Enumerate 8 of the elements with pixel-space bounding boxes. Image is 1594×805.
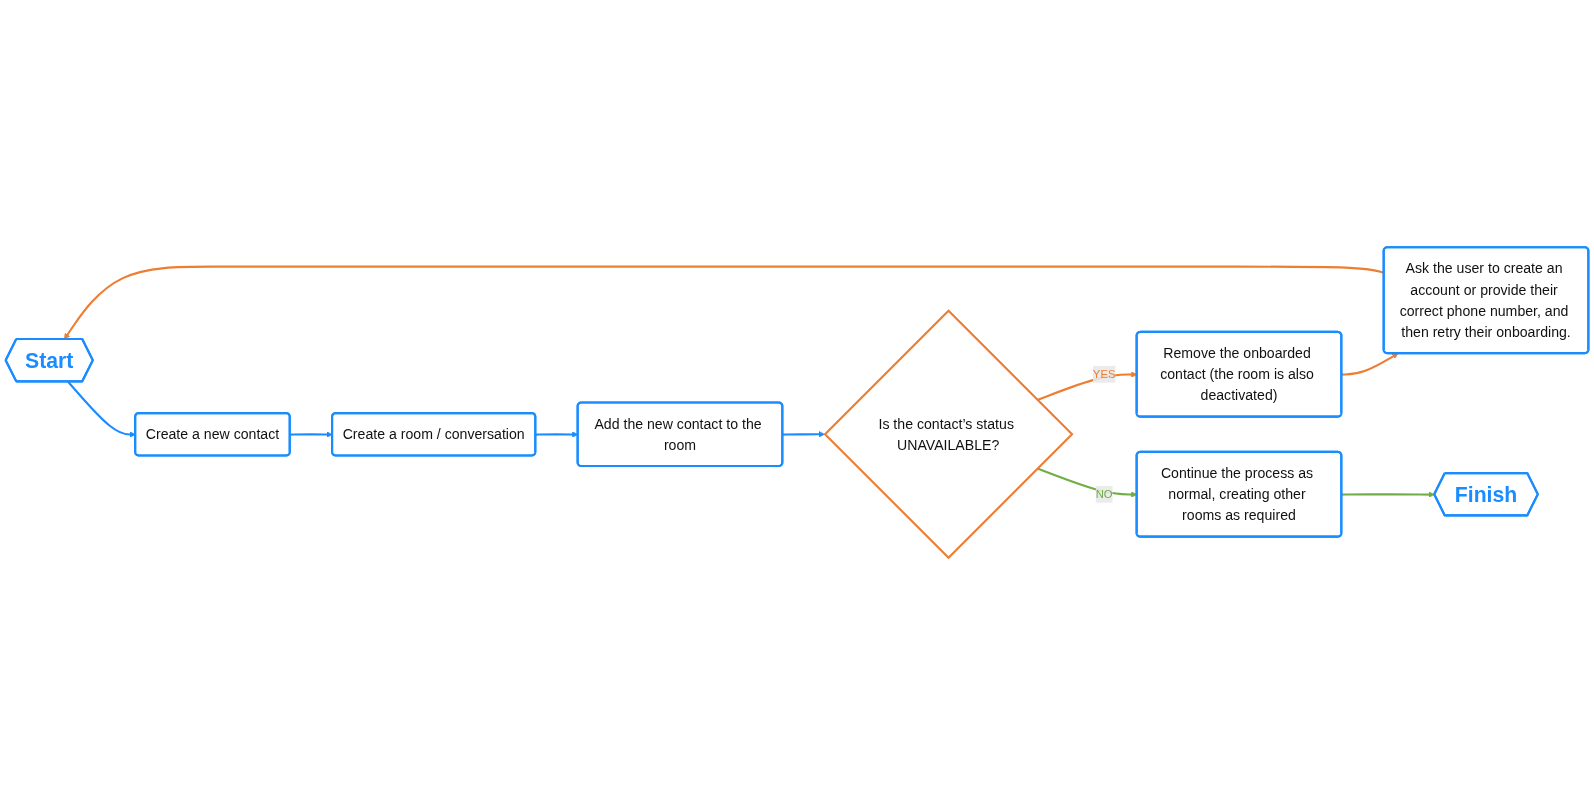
edge-label: YES	[1092, 367, 1116, 380]
arrow	[67, 381, 136, 438]
edge-label: NO	[1095, 487, 1113, 500]
arrow	[782, 431, 825, 438]
arrow	[1341, 353, 1399, 376]
arrow	[290, 431, 333, 438]
arrow	[1341, 491, 1435, 498]
node-diamond: Is the contact’s status UNAVAILABLE?	[823, 309, 1074, 560]
